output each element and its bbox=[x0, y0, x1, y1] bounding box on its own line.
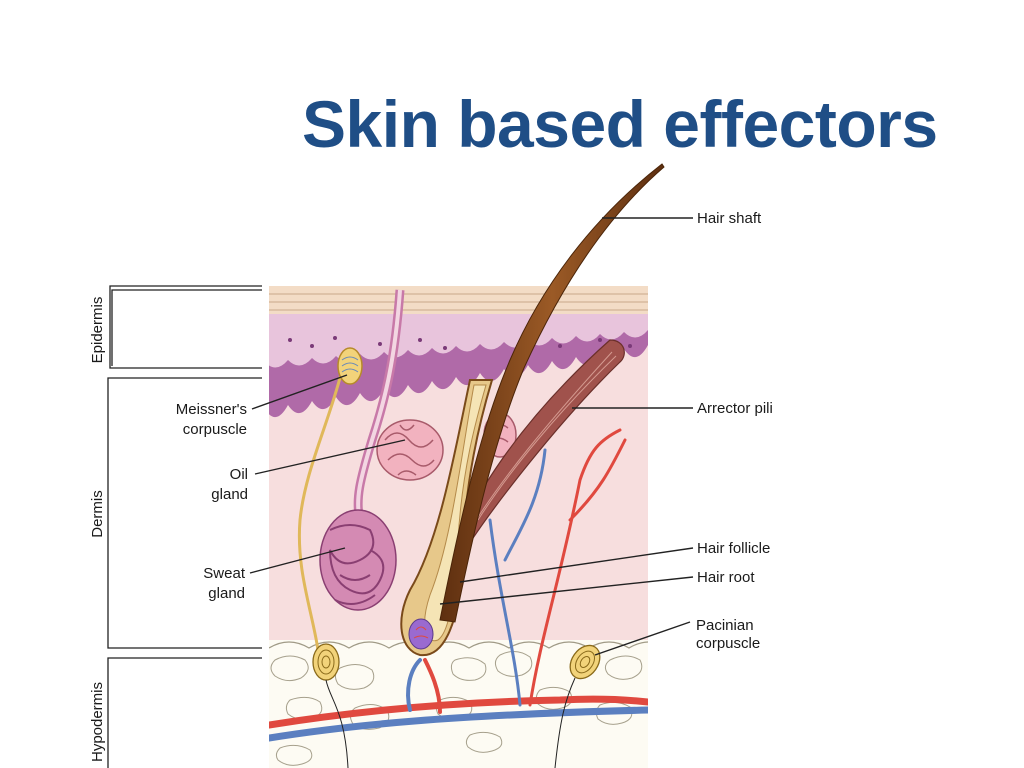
blood-vessels bbox=[269, 428, 648, 742]
oil-gland-label-line1: Oil bbox=[230, 466, 248, 483]
epidermis-bracket-inner bbox=[111, 289, 262, 366]
hair-shaft-label: Hair shaft bbox=[697, 210, 762, 227]
hypodermis-label: Hypodermis bbox=[89, 682, 106, 762]
leader-lines bbox=[249, 217, 694, 656]
hair-follicle-leader bbox=[459, 547, 694, 583]
pacinian-label-line1: Pacinian bbox=[696, 617, 754, 634]
sweat-gland-label-line2: gland bbox=[208, 585, 245, 602]
hair-root-leader bbox=[439, 576, 694, 605]
hypodermis-bracket bbox=[107, 657, 262, 768]
skin-block bbox=[269, 286, 648, 768]
pacinian-label-line2: corpuscle bbox=[696, 635, 760, 652]
epidermis-tissue bbox=[269, 286, 648, 417]
arrector-pili-label: Arrector pili bbox=[697, 400, 773, 417]
meissners-corpuscle bbox=[297, 347, 363, 651]
sweat-gland-label-line1: Sweat bbox=[203, 565, 246, 582]
hair-follicle bbox=[400, 379, 494, 657]
layer-brackets: Epidermis Dermis Hypodermis bbox=[89, 285, 262, 768]
dermis-bracket bbox=[107, 377, 262, 649]
sweat-gland-leader bbox=[249, 547, 346, 574]
meissner-label-line2: corpuscle bbox=[183, 421, 247, 438]
epidermis-label: Epidermis bbox=[89, 297, 106, 364]
slide-title: Skin based effectors bbox=[302, 87, 938, 161]
pacinian-leader bbox=[594, 621, 691, 656]
hair-root-label: Hair root bbox=[697, 569, 755, 586]
pacinian-corpuscle bbox=[312, 643, 601, 768]
oil-gland-label-line2: gland bbox=[211, 486, 248, 503]
meissner-label-line1: Meissner's bbox=[176, 401, 247, 418]
dermis-label: Dermis bbox=[89, 490, 106, 538]
arrector-pili-muscle bbox=[454, 339, 625, 556]
epidermis-bracket bbox=[109, 285, 262, 369]
oil-gland-leader bbox=[254, 439, 406, 475]
sweat-gland bbox=[319, 289, 405, 611]
hair-shaft bbox=[439, 163, 665, 623]
hair-follicle-label: Hair follicle bbox=[697, 540, 770, 557]
meissner-leader bbox=[251, 374, 348, 410]
